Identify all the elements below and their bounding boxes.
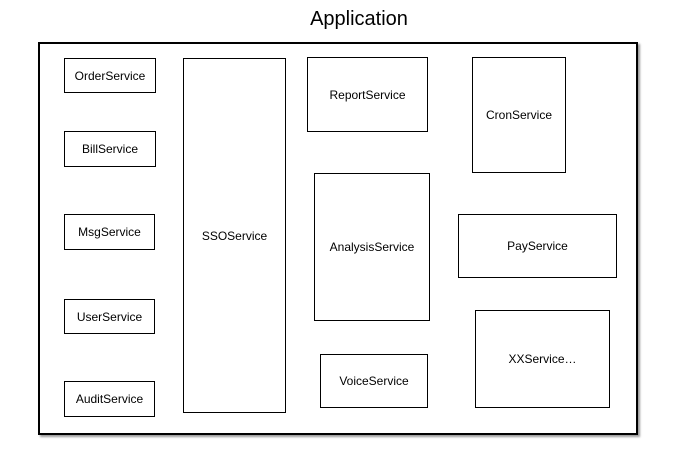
node-analysis-service: AnalysisService [314, 173, 430, 321]
node-label: SSOService [201, 228, 268, 243]
node-label: ReportService [329, 87, 406, 102]
node-voice-service: VoiceService [320, 354, 428, 408]
node-label: CronService [485, 108, 553, 122]
node-xx-service: XXService… [475, 310, 610, 408]
node-user-service: UserService [64, 299, 155, 334]
node-bill-service: BillService [64, 131, 156, 167]
node-cron-service: CronService [472, 57, 566, 173]
node-label: VoiceService [339, 374, 409, 388]
node-msg-service: MsgService [64, 214, 155, 250]
node-pay-service: PayService [458, 214, 617, 278]
node-label: XXService… [508, 352, 577, 366]
node-label: PayService [507, 239, 568, 253]
node-label: AuditService [75, 392, 144, 406]
node-label: MsgService [78, 225, 141, 239]
node-order-service: OrderService [64, 58, 156, 93]
node-label: AnalysisService [329, 240, 415, 254]
node-audit-service: AuditService [64, 381, 155, 417]
node-label: BillService [81, 142, 138, 156]
node-sso-service: SSOService [183, 58, 286, 413]
node-report-service: ReportService [307, 57, 428, 132]
node-label: UserService [76, 309, 143, 324]
node-label: OrderService [74, 68, 146, 83]
diagram-title: Application [310, 8, 408, 30]
